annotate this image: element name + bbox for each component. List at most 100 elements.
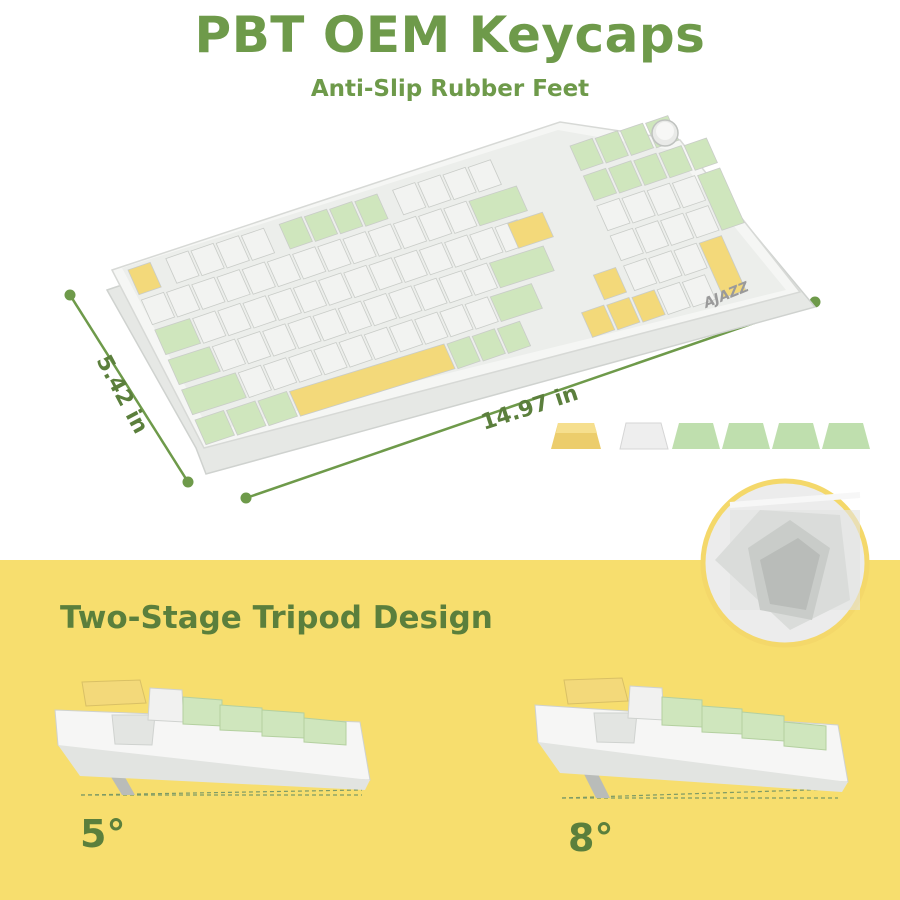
keycap [414, 311, 449, 345]
keycap [569, 137, 604, 172]
keycap [442, 166, 477, 201]
tripod-detail-inset [700, 478, 870, 648]
keycap [496, 320, 532, 354]
keycap [464, 296, 499, 330]
keycap [392, 215, 428, 250]
keycap [166, 284, 201, 318]
keycap [288, 343, 456, 417]
depth-label: 5.42 in [91, 351, 153, 438]
side-view-8-degrees [534, 677, 849, 799]
keycap [181, 372, 247, 416]
keycap [608, 160, 643, 194]
keycap [623, 257, 658, 292]
keycap [337, 300, 373, 334]
dimension-lines [64, 289, 821, 504]
keycap [488, 245, 555, 289]
keycap [338, 334, 373, 368]
keycap [469, 226, 504, 261]
keycap [439, 304, 474, 338]
keycap [192, 310, 227, 344]
keycap [165, 250, 200, 284]
keycap [621, 190, 656, 224]
keycap [167, 346, 221, 386]
keycap [592, 267, 628, 301]
keycap [646, 182, 681, 216]
page-title: PBT OEM Keycaps [194, 6, 706, 64]
keycap [388, 285, 423, 319]
keycap [619, 122, 655, 156]
keycap [418, 208, 453, 242]
keycap [596, 197, 631, 232]
keycap [278, 216, 313, 250]
keycap [606, 297, 641, 331]
keycap [367, 223, 402, 257]
keycap [507, 211, 554, 249]
keycap [683, 137, 718, 171]
keycap [467, 159, 502, 193]
keycap [594, 130, 629, 164]
keycap [211, 338, 247, 372]
keycap [236, 331, 272, 365]
keycap [388, 319, 424, 353]
keycap [154, 318, 202, 356]
keycap [287, 315, 322, 349]
keycap [697, 167, 745, 231]
keycap [241, 261, 276, 295]
keycap [634, 220, 670, 254]
keycap [631, 289, 666, 323]
keycap [194, 410, 236, 446]
keycap [317, 238, 352, 272]
keycap [685, 205, 720, 239]
keycap [303, 208, 339, 242]
keycap [656, 281, 691, 316]
side-view-5-degrees [54, 679, 371, 796]
keycap [216, 269, 251, 303]
keycap [292, 280, 328, 314]
keycap [242, 295, 277, 329]
angle-label-high: 8° [568, 816, 614, 860]
keycap [660, 212, 695, 246]
keycap [313, 342, 348, 376]
keycap [468, 185, 528, 227]
keycap [190, 242, 225, 277]
keycap [318, 272, 353, 306]
keycap [393, 249, 428, 283]
keycap [354, 193, 389, 227]
keycap [368, 257, 403, 291]
page-subtitle: Anti-Slip Rubber Feet [310, 76, 590, 102]
keycap [215, 235, 250, 269]
keycap [489, 283, 543, 322]
keycap [444, 234, 479, 268]
keycap [438, 270, 473, 304]
keycap [417, 174, 452, 208]
keycap [446, 335, 481, 370]
keycap [225, 400, 267, 436]
keycap [392, 182, 427, 216]
keycap [648, 250, 683, 284]
keycap [267, 287, 302, 321]
keycap [191, 276, 226, 310]
keycap [633, 152, 668, 186]
keycap [257, 391, 299, 427]
keycap [673, 242, 708, 276]
sample-keycaps [551, 422, 870, 450]
keycap [418, 242, 454, 276]
keyboard: AJAZZ [105, 115, 817, 475]
keycap [217, 302, 252, 337]
keycap [292, 246, 327, 280]
keycap [140, 291, 176, 326]
keycap [266, 253, 302, 288]
keycap [671, 175, 707, 209]
keycap [443, 200, 478, 234]
keycap [362, 293, 398, 327]
keycap [681, 274, 717, 308]
keycap [343, 264, 378, 299]
keycap [262, 323, 297, 357]
keycap [698, 235, 747, 299]
keycap [342, 231, 377, 265]
keycap [329, 201, 364, 235]
keycap [658, 145, 693, 179]
tripod-heading: Two-Stage Tripod Design [60, 600, 493, 636]
keycap [413, 277, 448, 311]
